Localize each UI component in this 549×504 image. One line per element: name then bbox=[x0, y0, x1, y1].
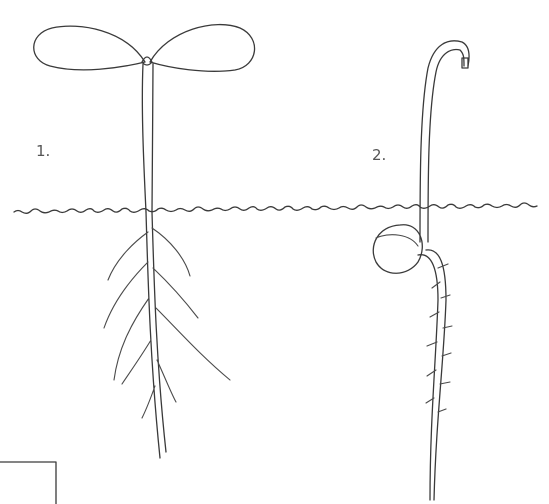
left-cotyledon bbox=[34, 26, 145, 70]
right-cotyledon bbox=[150, 25, 255, 72]
hypocotyl bbox=[142, 64, 153, 212]
shoot-tip bbox=[462, 58, 468, 68]
seed bbox=[373, 225, 422, 274]
frame-corner bbox=[0, 462, 56, 504]
root-hairs bbox=[426, 264, 452, 412]
seedling-2 bbox=[373, 41, 469, 500]
seedling-1 bbox=[34, 25, 255, 458]
hooked-shoot bbox=[420, 41, 469, 242]
label-seedling-2: 2. bbox=[372, 146, 386, 164]
seed-coat-fold bbox=[376, 235, 418, 246]
label-seedling-1: 1. bbox=[36, 142, 50, 160]
soil-line bbox=[14, 203, 537, 213]
main-root bbox=[146, 212, 166, 458]
lateral-roots bbox=[104, 228, 230, 418]
